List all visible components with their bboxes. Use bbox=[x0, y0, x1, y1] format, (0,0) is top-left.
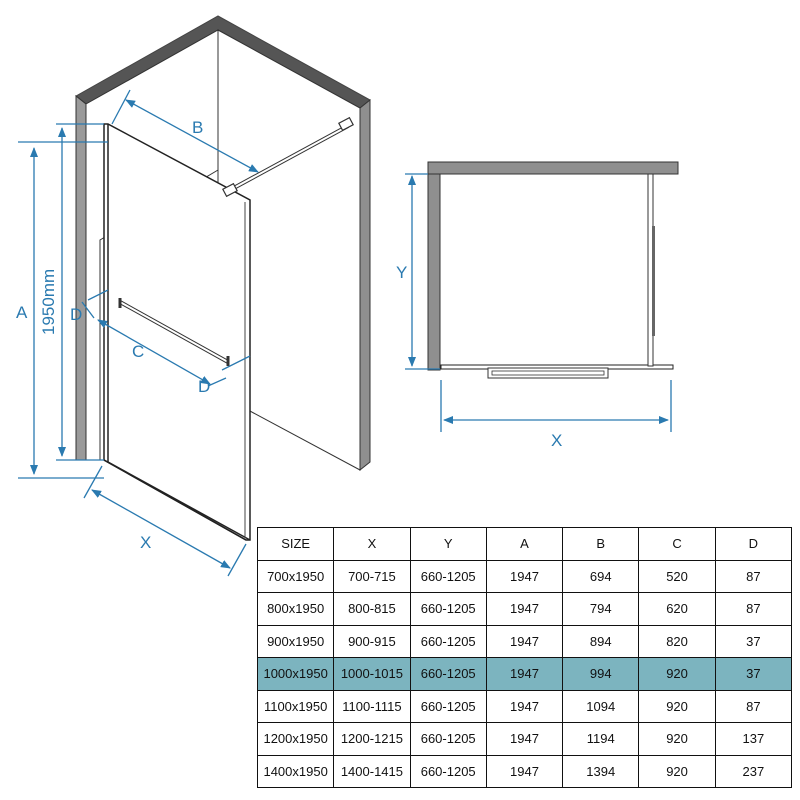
table-cell: 700x1950 bbox=[256, 559, 335, 593]
table-cell: 660-1205 bbox=[409, 592, 487, 626]
table-cell: 660-1205 bbox=[409, 657, 487, 691]
table-cell: 1000x1950 bbox=[256, 657, 335, 691]
table-cell: 1100x1950 bbox=[256, 689, 335, 723]
table-cell: 37 bbox=[714, 624, 793, 658]
table-cell: 1394 bbox=[562, 754, 640, 788]
table-cell: 1947 bbox=[485, 559, 564, 593]
table-cell: 660-1205 bbox=[409, 754, 487, 788]
table-cell: 660-1205 bbox=[409, 689, 487, 723]
label-d-upper: D bbox=[70, 305, 82, 324]
table-cell: 900x1950 bbox=[256, 624, 335, 658]
table-cell: 237 bbox=[714, 754, 793, 788]
column-header: Y bbox=[409, 527, 487, 561]
table-cell: 694 bbox=[562, 559, 640, 593]
top-view-dimensions bbox=[405, 173, 672, 432]
table-cell: 660-1205 bbox=[409, 559, 487, 593]
table-cell: 920 bbox=[638, 657, 716, 691]
table-cell: 87 bbox=[714, 689, 793, 723]
table-cell: 87 bbox=[714, 592, 793, 626]
table-cell: 1100-1115 bbox=[333, 689, 411, 723]
column-header: A bbox=[485, 527, 564, 561]
table-cell: 1200x1950 bbox=[256, 722, 335, 756]
label-y: Y bbox=[396, 263, 407, 282]
table-cell: 1094 bbox=[562, 689, 640, 723]
table-cell: 137 bbox=[714, 722, 793, 756]
table-cell: 820 bbox=[638, 624, 716, 658]
table-cell: 894 bbox=[562, 624, 640, 658]
right-wall-side bbox=[359, 98, 371, 472]
table-cell: 1947 bbox=[485, 689, 564, 723]
table-cell: 87 bbox=[714, 559, 793, 593]
dimension-lines bbox=[18, 89, 259, 577]
table-cell: 900-915 bbox=[333, 624, 411, 658]
table-cell: 700-715 bbox=[333, 559, 411, 593]
left-wall-side bbox=[75, 94, 87, 461]
label-d-lower: D bbox=[198, 377, 210, 396]
top-view-labels: Y X bbox=[396, 263, 562, 450]
dimension-labels: A 1950mm B D C D X bbox=[16, 118, 210, 552]
label-b: B bbox=[192, 118, 203, 137]
table-cell: 37 bbox=[714, 657, 793, 691]
label-x-iso: X bbox=[140, 533, 151, 552]
table-cell: 920 bbox=[638, 722, 716, 756]
table-cell: 1000-1015 bbox=[333, 657, 411, 691]
table-cell: 920 bbox=[638, 689, 716, 723]
label-a: A bbox=[16, 303, 28, 322]
table-cell: 1400x1950 bbox=[256, 754, 335, 788]
label-c: C bbox=[132, 342, 144, 361]
top-view bbox=[427, 161, 679, 379]
table-cell: 920 bbox=[638, 754, 716, 788]
label-x-plan: X bbox=[551, 431, 562, 450]
column-header: SIZE bbox=[256, 527, 335, 561]
column-header: C bbox=[638, 527, 716, 561]
table-cell: 520 bbox=[638, 559, 716, 593]
label-height: 1950mm bbox=[39, 269, 58, 335]
table-cell: 794 bbox=[562, 592, 640, 626]
table-cell: 1400-1415 bbox=[333, 754, 411, 788]
column-header: B bbox=[562, 527, 640, 561]
table-cell: 1947 bbox=[485, 722, 564, 756]
table-cell: 660-1205 bbox=[409, 624, 487, 658]
top-view-back-wall bbox=[427, 161, 679, 175]
table-cell: 660-1205 bbox=[409, 722, 487, 756]
top-view-side-wall bbox=[427, 173, 441, 371]
support-bar bbox=[222, 116, 354, 198]
table-cell: 1194 bbox=[562, 722, 640, 756]
table-cell: 620 bbox=[638, 592, 716, 626]
table-cell: 994 bbox=[562, 657, 640, 691]
table-cell: 800x1950 bbox=[256, 592, 335, 626]
table-cell: 800-815 bbox=[333, 592, 411, 626]
table-cell: 1947 bbox=[485, 592, 564, 626]
table-cell: 1947 bbox=[485, 657, 564, 691]
column-header: X bbox=[333, 527, 411, 561]
table-cell: 1947 bbox=[485, 754, 564, 788]
column-header: D bbox=[714, 527, 793, 561]
table-cell: 1200-1215 bbox=[333, 722, 411, 756]
table-cell: 1947 bbox=[485, 624, 564, 658]
